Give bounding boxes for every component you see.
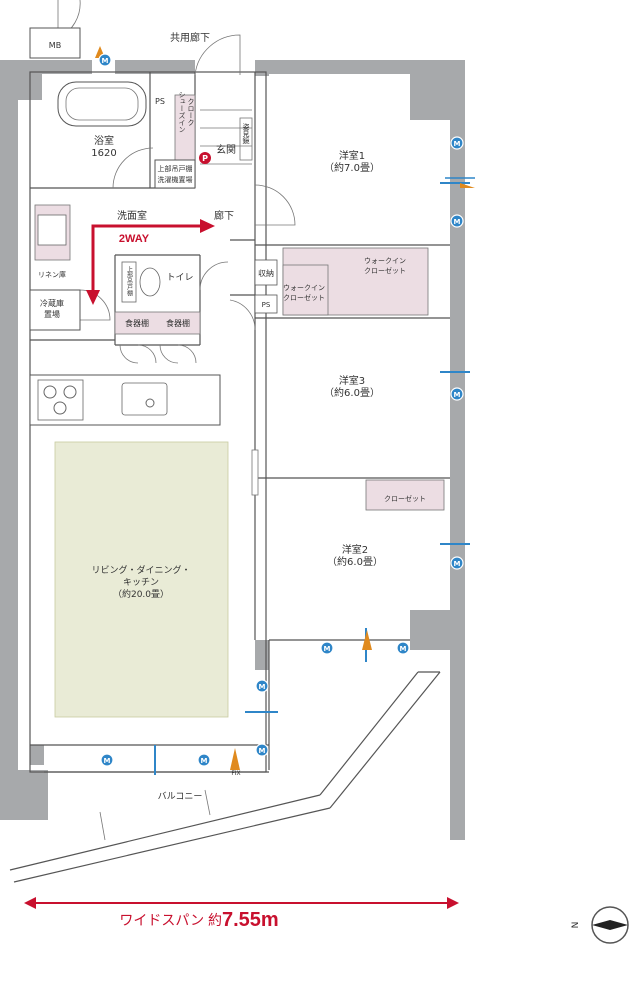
washer-label: 洗濯機置場 xyxy=(158,175,193,184)
toilet-bowl xyxy=(139,267,161,297)
room-3-label: 洋室3 xyxy=(339,374,365,387)
dish-cabinet-area xyxy=(114,311,201,335)
motor-icon: M xyxy=(255,743,269,757)
wic-2-label-a: ウォークイン xyxy=(283,284,325,292)
ldk-label-1: リビング・ダイニング・ xyxy=(91,564,190,576)
sliding-panel xyxy=(251,449,259,496)
svg-text:M: M xyxy=(454,218,461,226)
storage-box xyxy=(254,259,278,286)
storage-label: 収納 xyxy=(258,268,274,278)
motor-badges: M M M M M M M M M M M xyxy=(98,53,464,767)
upper-cabinet-label-2: 上部吊戸棚 xyxy=(126,265,133,297)
two-way-arrow xyxy=(86,219,215,305)
wic-1-label-a: ウォークイン xyxy=(364,257,406,265)
upper-cabinet-label-1: 上部吊戸棚 xyxy=(158,164,193,173)
shoes-closet-label: シューズイン xyxy=(178,91,186,133)
balcony-label: バルコニー xyxy=(158,791,203,802)
bath-label: 浴室 xyxy=(94,134,114,147)
washroom-label: 洗面室 xyxy=(117,209,147,222)
burner-icon xyxy=(63,385,77,399)
balcony-outline xyxy=(9,671,441,883)
motor-icon: M xyxy=(450,387,464,401)
bath-size: 1620 xyxy=(91,148,116,159)
motor-icon: M xyxy=(197,753,211,767)
mirror-label: 姿見鏡 xyxy=(242,122,250,145)
svg-text:M: M xyxy=(259,747,266,755)
walk-in-closet-2-area xyxy=(282,264,329,316)
burner-icon xyxy=(43,385,57,399)
kitchen-sink xyxy=(121,382,168,416)
wic-1-label-b: クローゼット xyxy=(364,266,406,275)
wide-span-line xyxy=(24,897,459,909)
corridor-label: 廊下 xyxy=(214,209,234,222)
bathtub-inner xyxy=(65,87,139,121)
linen-label: リネン庫 xyxy=(38,270,66,279)
motor-icon: M xyxy=(320,641,334,655)
entrance-steps xyxy=(200,109,252,165)
motor-icon: M xyxy=(255,679,269,693)
bathtub xyxy=(57,81,147,127)
svg-text:M: M xyxy=(454,560,461,568)
washer-space xyxy=(154,159,196,189)
toilet-label: トイレ xyxy=(166,273,193,283)
fridge-label-1: 冷蔵庫 xyxy=(40,298,64,308)
room-3-size: （約6.0畳） xyxy=(324,386,380,399)
fix-label: FIX xyxy=(231,770,240,777)
motor-icon: M xyxy=(450,136,464,150)
drain-icon xyxy=(145,398,155,408)
fridge-label-2: 置場 xyxy=(44,309,60,319)
ps-label-2: PS xyxy=(262,301,271,309)
fridge-space xyxy=(29,289,81,331)
ldk-size: （約20.0畳） xyxy=(113,588,169,600)
toilet-tank xyxy=(121,261,137,303)
ps-box xyxy=(254,294,278,314)
compass-icon: N xyxy=(571,906,629,944)
svg-text:M: M xyxy=(454,140,461,148)
ps-label: PS xyxy=(155,97,165,106)
room-2-size: （約6.0畳） xyxy=(327,555,383,568)
two-way-label: 2WAY xyxy=(119,233,150,245)
svg-text:M: M xyxy=(102,57,109,65)
north-label: N xyxy=(571,922,581,929)
stove xyxy=(37,379,84,421)
room-1-size: （約7.0畳） xyxy=(324,161,380,174)
dish-cabinet-label-1: 食器棚 xyxy=(125,318,149,328)
mb-box xyxy=(29,27,81,59)
ldk-floor xyxy=(54,441,229,718)
vanity xyxy=(37,214,67,246)
common-corridor-label: 共用廊下 xyxy=(170,31,210,44)
ldk-label-2: キッチン xyxy=(123,577,159,588)
motor-icon: M xyxy=(450,556,464,570)
wide-span-label: ワイドスパン 約 xyxy=(119,912,222,928)
svg-text:M: M xyxy=(324,645,331,653)
motor-icon: M xyxy=(100,753,114,767)
svg-text:M: M xyxy=(259,683,266,691)
genkan-label: 玄関 xyxy=(216,143,236,156)
motor-icon: M xyxy=(98,53,112,67)
door-swings xyxy=(57,0,296,364)
burner-icon xyxy=(53,401,67,415)
shoes-closet-label-2: クローク xyxy=(187,98,195,126)
room-1-label: 洋室1 xyxy=(339,149,365,162)
mirror-panel xyxy=(239,117,253,161)
room-2-label: 洋室2 xyxy=(342,543,368,556)
dish-cabinet-label-2: 食器棚 xyxy=(166,318,190,328)
motor-icon: M xyxy=(396,641,410,655)
wide-span-value: 7.55m xyxy=(222,909,279,931)
svg-text:M: M xyxy=(201,757,208,765)
closet-area xyxy=(365,479,445,511)
wic-2-label-b: クローゼット xyxy=(283,293,325,302)
closet-label: クローゼット xyxy=(384,494,426,503)
svg-text:P: P xyxy=(202,154,208,163)
svg-text:M: M xyxy=(454,391,461,399)
svg-text:M: M xyxy=(104,757,111,765)
mb-label: MB xyxy=(49,41,61,50)
pipe-shaft-icon: P xyxy=(199,152,211,164)
vent-icons xyxy=(95,46,475,775)
motor-icon: M xyxy=(450,214,464,228)
svg-text:M: M xyxy=(400,645,407,653)
